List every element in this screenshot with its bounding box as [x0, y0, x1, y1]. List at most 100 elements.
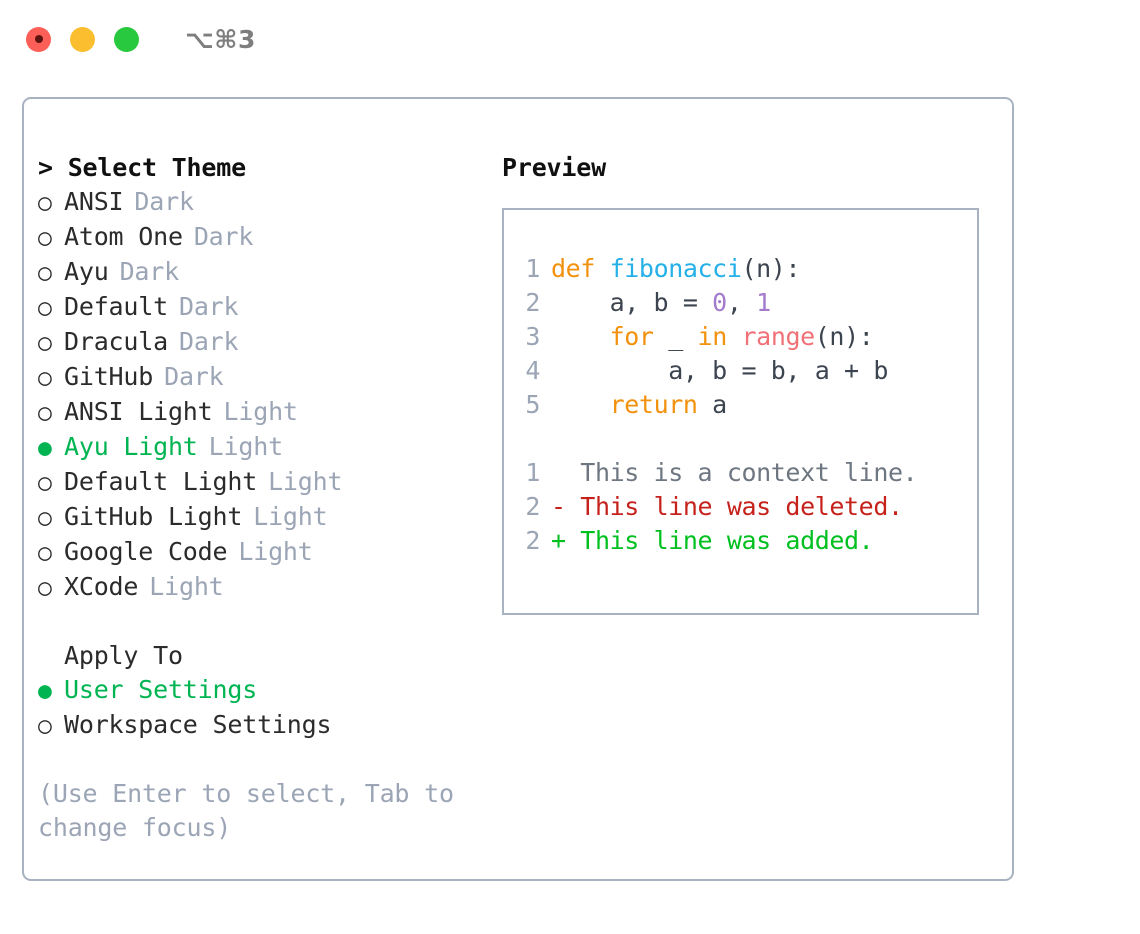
- theme-option-label: Default Light: [64, 467, 258, 496]
- theme-option-label: GitHub: [64, 362, 154, 391]
- diff-line-text: This is a context line.: [565, 458, 918, 487]
- theme-variant-badge: Dark: [178, 327, 239, 356]
- diff-line-add: 2 + This line was added.: [512, 524, 977, 558]
- radio-unselected-icon: ○: [38, 400, 52, 426]
- code-token-fn: fibonacci: [609, 254, 742, 283]
- code-line-text: return a: [551, 388, 728, 422]
- code-line-text: for _ in range(n):: [551, 320, 874, 354]
- theme-option-label: ANSI: [64, 187, 124, 216]
- code-line: 3 for _ in range(n):: [512, 320, 977, 354]
- diff-line-del: 2- This line was deleted.: [512, 490, 977, 524]
- line-number: 2: [525, 288, 540, 317]
- theme-variant-badge: Dark: [119, 257, 180, 286]
- code-token-plain: a, b = b, a + b: [551, 356, 888, 385]
- code-line-text: a, b = b, a + b: [551, 354, 888, 388]
- theme-option-label: Google Code: [64, 537, 228, 566]
- theme-option-label: Ayu Light: [64, 432, 198, 461]
- theme-option-label: XCode: [64, 572, 139, 601]
- theme-option-github-light[interactable]: ○ GitHub Light Light: [38, 500, 498, 535]
- apply-to-option-label: Workspace Settings: [64, 710, 332, 739]
- theme-variant-badge: Light: [223, 397, 298, 426]
- code-token-plain: [551, 322, 610, 351]
- code-token-plain: ,: [726, 288, 757, 317]
- code-token-kw: return: [609, 390, 698, 419]
- diff-marker: [551, 456, 566, 490]
- theme-variant-badge: Dark: [193, 222, 254, 251]
- line-number: 4: [525, 356, 540, 385]
- radio-unselected-icon: ○: [38, 260, 52, 286]
- apply-to-heading: Apply To: [64, 641, 183, 670]
- line-number: 2: [525, 526, 540, 555]
- apply-to-list[interactable]: ●User Settings ○ Workspace Settings: [38, 673, 498, 743]
- theme-option-dracula[interactable]: ○ Dracula Dark: [38, 325, 498, 360]
- code-token-kw: in: [697, 322, 728, 351]
- theme-option-label: ANSI Light: [64, 397, 213, 426]
- code-line-text: def fibonacci(n):: [551, 252, 800, 286]
- theme-option-ayu-light[interactable]: ● Ayu Light Light: [38, 430, 498, 465]
- close-button[interactable]: [26, 26, 51, 52]
- diff-line-ctx: 1 This is a context line.: [512, 456, 977, 490]
- code-token-call: range: [741, 322, 816, 351]
- theme-variant-badge: Light: [268, 467, 343, 496]
- diff-marker: -: [551, 492, 566, 521]
- theme-option-ansi[interactable]: ○ ANSI Dark: [38, 185, 498, 220]
- radio-unselected-icon: ○: [38, 330, 52, 356]
- radio-unselected-icon: ○: [38, 575, 52, 601]
- radio-unselected-icon: ○: [38, 225, 52, 251]
- code-token-kw: for: [609, 322, 654, 351]
- diff-marker: +: [551, 526, 566, 555]
- diff-line-text: This line was deleted.: [565, 492, 903, 521]
- theme-option-label: GitHub Light: [64, 502, 243, 531]
- keyboard-hint: (Use Enter to select, Tab to change focu…: [38, 779, 454, 842]
- code-blank-line: [512, 422, 977, 456]
- line-number: 2: [525, 492, 540, 521]
- pane-spacer: [38, 605, 498, 639]
- radio-unselected-icon: ○: [38, 713, 52, 739]
- code-line-text: a, b = 0, 1: [551, 286, 772, 320]
- apply-to-option-workspace-settings[interactable]: ○ Workspace Settings: [38, 708, 498, 743]
- theme-variant-badge: Light: [208, 432, 283, 461]
- diff-line-text: This line was added.: [565, 526, 874, 555]
- diff-snippet: 1 This is a context line.2- This line wa…: [512, 456, 977, 558]
- minimize-button[interactable]: [70, 26, 95, 52]
- code-token-plain: a, b =: [551, 288, 713, 317]
- theme-option-label: Dracula: [64, 327, 168, 356]
- title-bar: ⌥⌘3: [0, 0, 1140, 78]
- code-token-num: 1: [756, 288, 771, 317]
- code-token-plain: (n):: [741, 254, 801, 283]
- theme-variant-badge: Light: [253, 502, 328, 531]
- code-token-plain: [727, 322, 742, 351]
- code-token-kw: def: [551, 254, 610, 283]
- code-line: 4 a, b = b, a + b: [512, 354, 977, 388]
- theme-option-atom-one[interactable]: ○ Atom One Dark: [38, 220, 498, 255]
- zoom-button[interactable]: [114, 26, 139, 52]
- radio-unselected-icon: ○: [38, 505, 52, 531]
- theme-variant-badge: Dark: [134, 187, 194, 216]
- code-token-plain: a: [697, 390, 727, 419]
- radio-unselected-icon: ○: [38, 365, 52, 391]
- line-number: 3: [525, 322, 540, 351]
- radio-selected-icon: ●: [38, 678, 52, 704]
- code-line: 5 return a: [512, 388, 977, 422]
- radio-unselected-icon: ○: [38, 295, 52, 321]
- radio-selected-icon: ●: [38, 435, 52, 461]
- radio-unselected-icon: ○: [38, 190, 52, 216]
- theme-option-github[interactable]: ○ GitHub Dark: [38, 360, 498, 395]
- apply-to-option-user-settings[interactable]: ●User Settings: [38, 673, 498, 708]
- code-token-num: 0: [712, 288, 727, 317]
- theme-option-ansi-light[interactable]: ○ ANSI Light Light: [38, 395, 498, 430]
- theme-variant-badge: Dark: [164, 362, 224, 391]
- theme-option-label: Atom One: [64, 222, 183, 251]
- code-token-plain: (n):: [814, 322, 874, 351]
